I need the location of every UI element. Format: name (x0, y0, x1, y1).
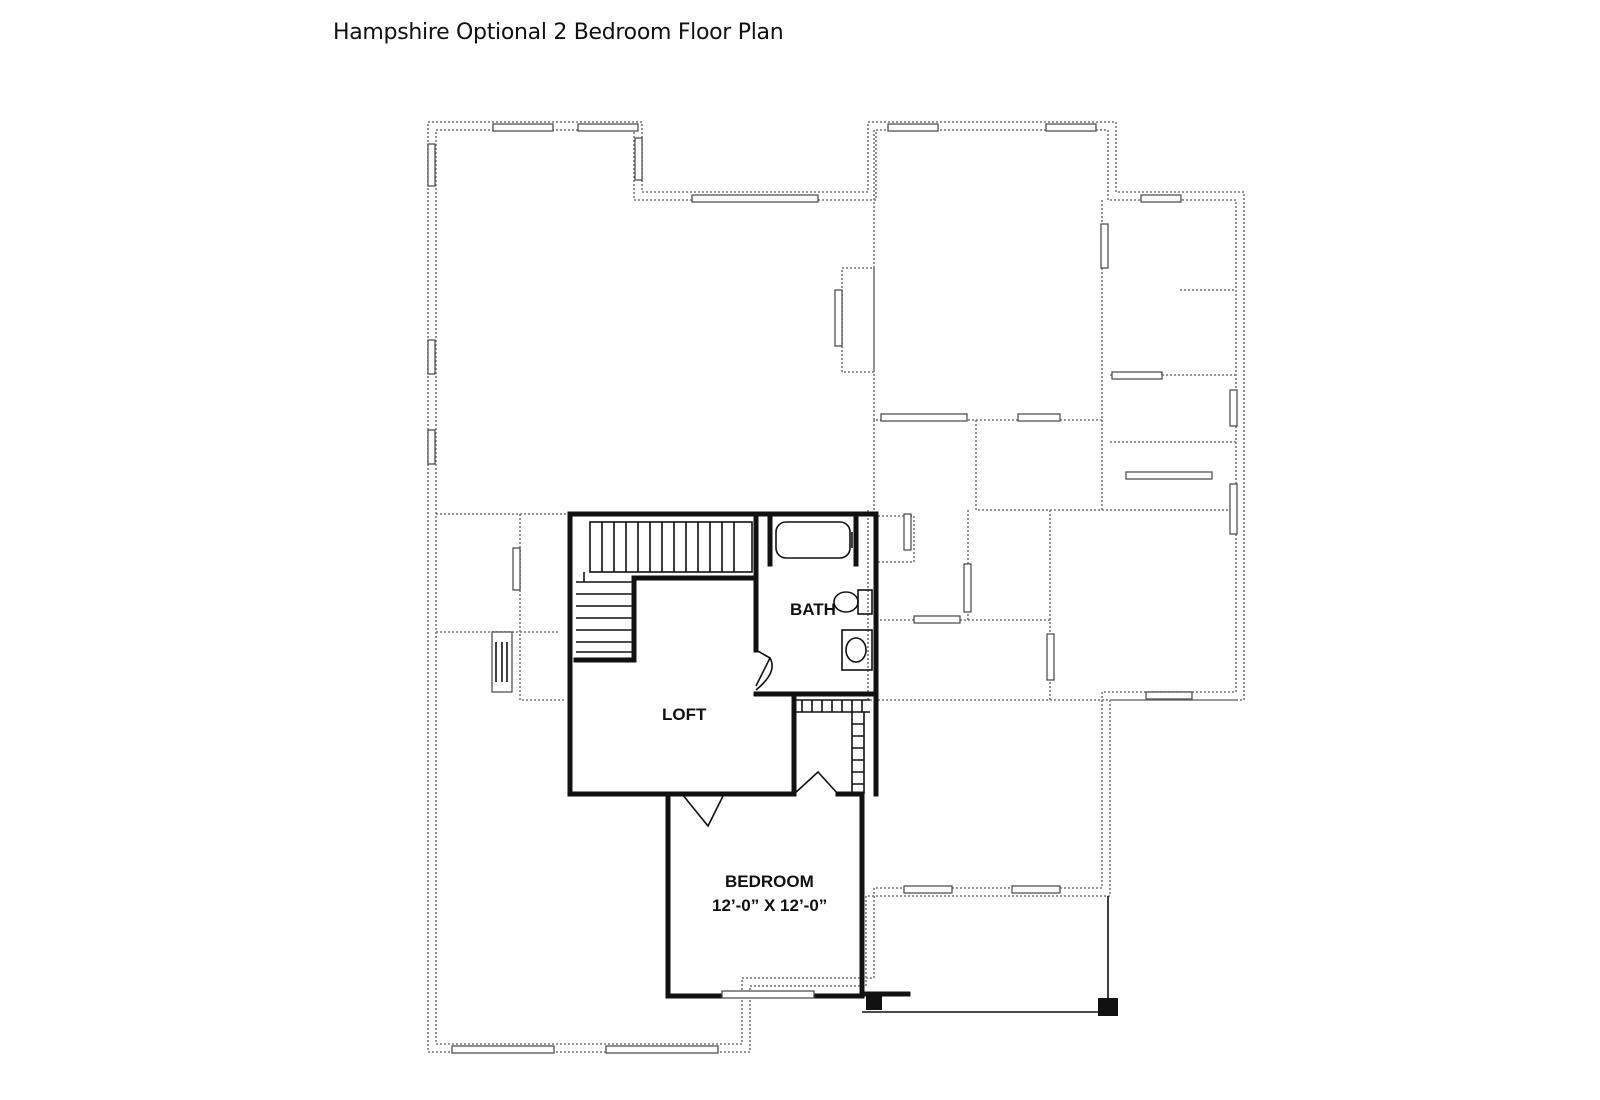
room-label-bedroom-size: 12’-0” X 12’-0” (712, 896, 827, 915)
room-label-bath: BATH (790, 600, 836, 619)
room-label-loft: LOFT (662, 705, 707, 724)
windows (427, 123, 1238, 1054)
closet-shelving (794, 699, 870, 794)
sink-icon (845, 637, 867, 663)
stair (576, 521, 753, 653)
room-label-bedroom: BEDROOM (725, 872, 814, 891)
plan-title: Hampshire Optional 2 Bedroom Floor Plan (333, 20, 784, 45)
upper-level-walls (567, 511, 911, 999)
porch (862, 896, 1118, 1016)
bedroom-window (721, 990, 815, 999)
doors (681, 770, 839, 828)
lower-level-outline (427, 121, 1245, 1053)
toilet-icon (833, 591, 859, 613)
bath-fixtures (755, 521, 873, 691)
